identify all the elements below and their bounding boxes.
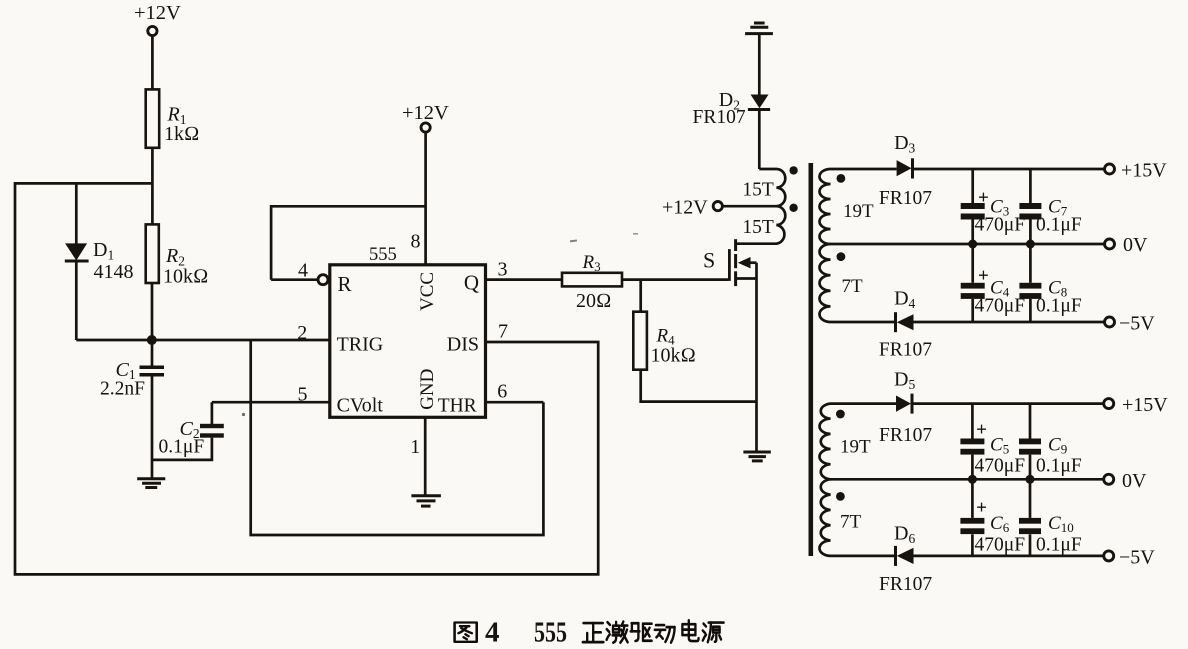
svg-text:TRIG: TRIG	[337, 334, 384, 356]
svg-text:+12V: +12V	[134, 2, 181, 24]
svg-text:GND: GND	[417, 369, 438, 410]
svg-text:6: 6	[497, 381, 507, 403]
svg-text:0.1μF: 0.1μF	[1036, 296, 1082, 317]
svg-text:2.2nF: 2.2nF	[100, 379, 145, 400]
svg-text:7: 7	[498, 321, 508, 343]
svg-text:D4: D4	[894, 288, 915, 311]
svg-text:10kΩ: 10kΩ	[651, 345, 696, 367]
svg-text:D5: D5	[894, 369, 915, 392]
svg-text:470μF: 470μF	[975, 296, 1026, 317]
svg-text:4: 4	[298, 260, 308, 282]
svg-text:19T: 19T	[843, 201, 874, 222]
svg-text:FR107: FR107	[879, 425, 932, 446]
svg-text:0.1μF: 0.1μF	[1036, 215, 1082, 236]
svg-text:D1: D1	[93, 239, 114, 262]
svg-text:FR107: FR107	[879, 340, 932, 361]
svg-text:0.1μF: 0.1μF	[1036, 456, 1082, 477]
svg-text:THR: THR	[438, 396, 477, 417]
svg-text:8: 8	[411, 231, 421, 253]
svg-text:VCC: VCC	[417, 272, 438, 311]
svg-text:R: R	[338, 272, 352, 296]
svg-text:C6: C6	[990, 513, 1010, 535]
svg-text:CVolt: CVolt	[337, 395, 384, 417]
svg-text:−5V: −5V	[1119, 547, 1155, 569]
svg-text:+: +	[976, 498, 987, 519]
svg-text:4: 4	[485, 617, 500, 649]
svg-text:470μF: 470μF	[975, 456, 1026, 477]
svg-text:470μF: 470μF	[975, 215, 1026, 236]
svg-text:10kΩ: 10kΩ	[163, 266, 208, 288]
svg-text:20Ω: 20Ω	[576, 290, 611, 312]
svg-text:2: 2	[297, 322, 307, 344]
svg-text:Q: Q	[464, 271, 479, 295]
svg-text:D3: D3	[894, 132, 915, 155]
svg-text:1kΩ: 1kΩ	[164, 123, 199, 145]
svg-text:+: +	[978, 188, 989, 209]
svg-text:DIS: DIS	[447, 334, 479, 356]
svg-text:0.1μF: 0.1μF	[159, 437, 205, 458]
svg-text:15T: 15T	[742, 180, 774, 201]
svg-text:0V: 0V	[1123, 234, 1148, 256]
svg-text:C5: C5	[990, 435, 1009, 457]
svg-text:R3: R3	[582, 252, 601, 274]
svg-text:0V: 0V	[1122, 470, 1147, 492]
svg-text:FR107: FR107	[879, 574, 932, 595]
svg-text:S: S	[703, 248, 715, 273]
svg-text:+15V: +15V	[1121, 160, 1167, 182]
svg-text:+: +	[978, 266, 989, 287]
svg-text:0.1μF: 0.1μF	[1036, 535, 1082, 556]
svg-text:D6: D6	[894, 523, 915, 546]
svg-text:+15V: +15V	[1122, 394, 1168, 416]
svg-text:555: 555	[369, 245, 397, 265]
svg-text:+12V: +12V	[662, 197, 708, 219]
svg-text:+: +	[976, 420, 987, 441]
svg-text:+12V: +12V	[402, 102, 449, 124]
svg-text:19T: 19T	[840, 437, 871, 458]
svg-text:5: 5	[298, 384, 308, 406]
svg-text:470μF: 470μF	[975, 535, 1026, 556]
svg-text:1: 1	[410, 436, 420, 458]
svg-text:555: 555	[534, 617, 567, 649]
svg-text:C10: C10	[1048, 513, 1074, 535]
svg-text:FR107: FR107	[879, 188, 932, 209]
svg-text:C9: C9	[1048, 435, 1067, 457]
svg-text:−5V: −5V	[1119, 313, 1155, 335]
svg-text:7T: 7T	[842, 276, 864, 297]
svg-text:7T: 7T	[840, 512, 862, 533]
svg-text:4148: 4148	[94, 261, 134, 283]
svg-text:3: 3	[498, 259, 508, 281]
svg-text:FR107: FR107	[693, 107, 746, 128]
svg-text:15T: 15T	[742, 217, 774, 238]
